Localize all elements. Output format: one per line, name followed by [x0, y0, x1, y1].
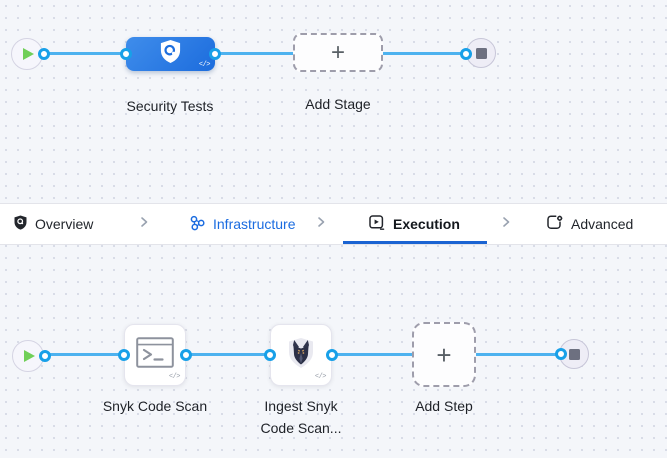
step-edge — [475, 353, 563, 356]
stop-icon — [568, 348, 580, 360]
chevron-right-icon — [315, 215, 327, 233]
tab-label: Execution — [393, 216, 460, 232]
step-code-toggle[interactable]: </> — [168, 373, 181, 381]
stage-node-security-tests[interactable]: </> — [126, 37, 215, 71]
stage-edge — [381, 52, 467, 55]
stage-edge — [213, 52, 297, 55]
stage-edge — [44, 52, 128, 55]
connector-port[interactable] — [460, 48, 472, 60]
play-icon — [24, 350, 35, 362]
step-label: Snyk Code Scan — [102, 398, 208, 414]
overview-shield-icon — [14, 215, 27, 233]
add-step-button[interactable]: + — [412, 322, 476, 387]
connector-port[interactable] — [120, 48, 132, 60]
step-node-snyk-code-scan[interactable]: </> — [124, 324, 186, 386]
step-edge — [331, 353, 413, 356]
stage-code-toggle[interactable]: </> — [198, 61, 211, 69]
add-stage-button[interactable]: + — [293, 33, 383, 72]
stage-config-tabbar: Overview Infrastructure — [0, 203, 667, 245]
plus-icon: + — [436, 339, 452, 370]
advanced-icon — [547, 215, 563, 233]
tab-overview[interactable]: Overview — [14, 204, 93, 244]
add-step-label: Add Step — [415, 398, 473, 414]
plus-icon: + — [330, 38, 345, 66]
add-stage-label: Add Stage — [305, 96, 371, 112]
connector-port[interactable] — [38, 48, 50, 60]
security-shield-scan-icon — [159, 39, 182, 69]
connector-port[interactable] — [209, 48, 221, 60]
tab-execution[interactable]: Execution — [369, 204, 460, 244]
snyk-doberman-icon — [286, 337, 316, 374]
connector-port[interactable] — [39, 350, 51, 362]
execution-icon — [369, 215, 385, 233]
step-label: Ingest Snyk Code Scan... — [260, 398, 342, 436]
tab-advanced[interactable]: Advanced — [547, 204, 633, 244]
tab-label: Infrastructure — [213, 216, 296, 232]
active-tab-indicator — [343, 241, 487, 244]
connector-port[interactable] — [555, 348, 567, 360]
infrastructure-icon — [189, 215, 205, 234]
step-node-ingest-snyk[interactable]: </> — [270, 324, 332, 386]
step-edge — [185, 353, 271, 356]
chevron-right-icon — [500, 215, 512, 233]
execution-start-node[interactable] — [12, 340, 44, 372]
connector-port[interactable] — [180, 349, 192, 361]
chevron-right-icon — [138, 215, 150, 233]
stage-label: Security Tests — [126, 98, 214, 114]
stop-icon — [475, 47, 487, 59]
play-icon — [23, 48, 34, 60]
connector-port[interactable] — [118, 349, 130, 361]
tab-label: Overview — [35, 216, 94, 232]
tab-infrastructure[interactable]: Infrastructure — [189, 204, 295, 244]
connector-port[interactable] — [264, 349, 276, 361]
terminal-icon — [136, 337, 174, 373]
tab-label: Advanced — [571, 216, 634, 232]
step-code-toggle[interactable]: </> — [314, 373, 327, 381]
step-edge — [45, 353, 125, 356]
connector-port[interactable] — [326, 349, 338, 361]
